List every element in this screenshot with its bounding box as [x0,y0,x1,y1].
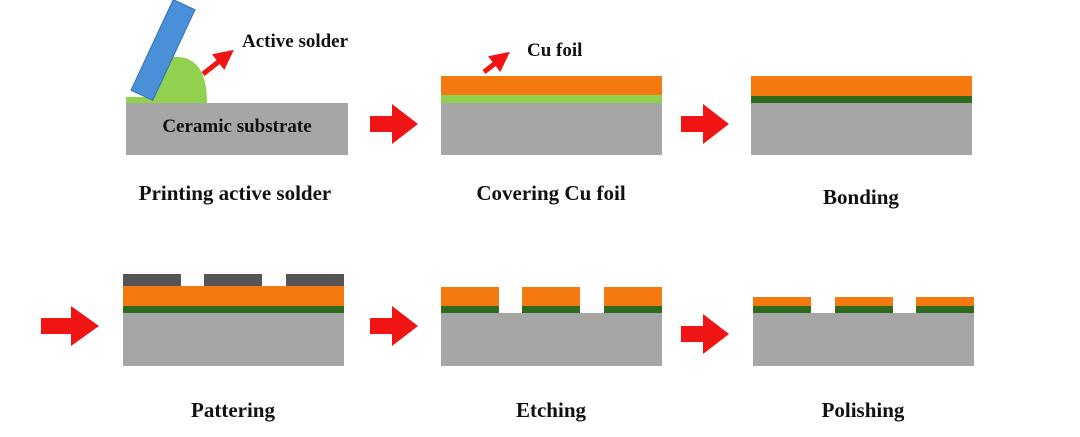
cu-pad-5c [604,287,662,306]
step-caption-polishing: Polishing [821,398,905,422]
mask-block-1 [123,274,181,286]
ceramic-substrate-2 [441,103,662,155]
cu-foil-4 [123,286,344,306]
cu-foil-3 [751,76,972,96]
ceramic-substrate-1 [126,103,348,155]
mask-block-3 [286,274,344,286]
step-etching-figure [441,287,662,366]
process-arrow-3 [41,306,99,346]
step-pattering-figure [123,274,344,366]
step-covering-cu-foil-figure [441,51,662,155]
ceramic-substrate-5 [441,313,662,366]
step-caption-bonding: Bonding [823,185,899,209]
ceramic-substrate-4 [123,313,344,366]
cu-foil-2 [441,76,662,95]
process-arrow-2 [681,104,729,144]
bonded-pad-5c [604,306,662,313]
ceramic-substrate-3 [751,103,972,155]
bonded-layer-3 [751,96,972,103]
cu-pad-6a [753,297,811,306]
process-arrow-4 [370,306,418,346]
process-arrow-1 [370,104,418,144]
step-polishing-figure [753,297,974,366]
bonded-pad-6b [835,306,893,313]
bonded-pad-5b [522,306,580,313]
cu-foil-pointer-arrow [482,51,510,74]
step-caption-covering-cu-foil: Covering Cu foil [476,181,626,205]
step-printing-active-solder-figure [126,0,348,155]
cu-pad-5a [441,287,499,306]
bonded-pad-6c [916,306,974,313]
step-bonding-figure [751,76,972,155]
squeegee-blade [130,0,196,102]
active-solder-callout-label: Active solder [242,31,349,52]
mask-block-2 [204,274,262,286]
cu-pad-6b [835,297,893,306]
step-caption-pattering: Pattering [191,398,275,422]
bonded-pad-6a [753,306,811,313]
bonded-layer-4 [123,306,344,313]
active-solder-layer-2 [441,95,662,103]
process-arrow-5 [681,314,729,354]
cu-foil-callout-label: Cu foil [527,40,583,61]
step-caption-etching: Etching [515,398,586,422]
ceramic-substrate-label: Ceramic substrate [162,116,312,137]
step-caption-printing-active-solder: Printing active solder [138,181,332,205]
ceramic-substrate-6 [753,313,974,366]
bonded-pad-5a [441,306,499,313]
active-solder-pointer-arrow [201,49,234,76]
cu-pad-5b [522,287,580,306]
cu-pad-6c [916,297,974,306]
